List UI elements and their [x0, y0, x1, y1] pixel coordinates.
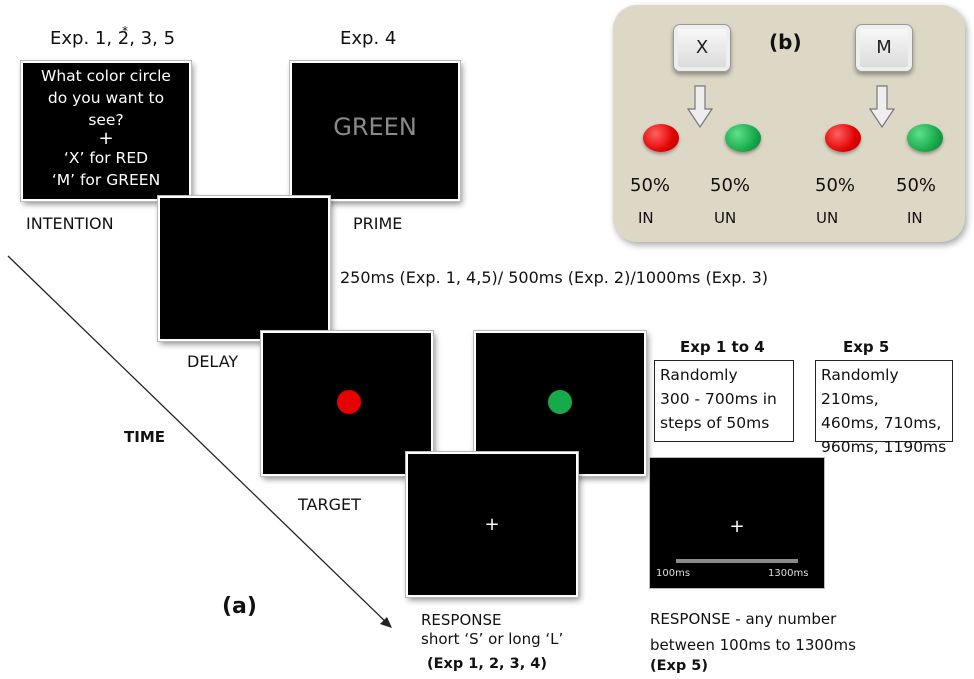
- response2-fixation: +: [729, 516, 745, 537]
- response2-line: RESPONSE - any number: [650, 610, 837, 628]
- response-scale-bar: [676, 559, 798, 563]
- response2-exp: (Exp 5): [650, 658, 709, 674]
- green-target-dot: [548, 390, 572, 414]
- scale-min-label: 100ms: [656, 568, 691, 579]
- green-ball-right: [907, 124, 943, 152]
- header-asterisk: *: [122, 24, 128, 38]
- percent-left-red: 50%: [630, 175, 671, 196]
- response1-fixation: +: [484, 514, 500, 535]
- delay-timing: 250ms (Exp. 1, 4,5)/ 500ms (Exp. 2)/1000…: [340, 268, 769, 287]
- exp1to4-line: steps of 50ms: [660, 414, 770, 432]
- exp1to4-line: 300 - 700ms in: [660, 390, 777, 408]
- response1-line: RESPONSE: [421, 611, 502, 629]
- exp5-line: Randomly 210ms,: [821, 366, 899, 408]
- x-key: X: [673, 24, 731, 72]
- response1-exp: (Exp 1, 2, 3, 4): [427, 656, 547, 672]
- exp1to4-heading: Exp 1 to 4: [680, 338, 765, 356]
- exp1to4-timing-box: Randomly 300 - 700ms in steps of 50ms: [654, 360, 794, 442]
- intention-screen: What color circle do you want to see? + …: [21, 61, 191, 201]
- intention-line: ‘X’ for RED: [63, 149, 149, 167]
- exp5-heading: Exp 5: [843, 338, 890, 356]
- intention-screen-text: What color circle do you want to see? + …: [23, 63, 189, 191]
- exp1to4-line: Randomly: [660, 366, 738, 384]
- response2-line: between 100ms to 1300ms: [650, 636, 856, 654]
- header-exp-4: Exp. 4: [340, 28, 397, 49]
- percent-right-green: 50%: [896, 175, 937, 196]
- response1-line: short ‘S’ or long ‘L’: [421, 630, 564, 648]
- time-label: TIME: [124, 428, 165, 446]
- intention-fixation: +: [98, 128, 114, 149]
- down-arrow-icon: [687, 85, 713, 129]
- exp5-line: 960ms, 1190ms: [821, 438, 947, 456]
- cond-left-red: IN: [638, 209, 654, 227]
- delay-label: DELAY: [187, 352, 239, 371]
- panel-a-label: (a): [222, 594, 257, 619]
- red-ball-left: [643, 124, 679, 152]
- prime-screen: GREEN: [290, 61, 460, 201]
- target-screen-green: [474, 331, 646, 476]
- exp5-line: 460ms, 710ms,: [821, 414, 942, 432]
- m-key: M: [855, 24, 913, 72]
- response-screen-1: +: [406, 452, 578, 597]
- response-screen-2: + 100ms 1300ms: [650, 458, 824, 588]
- cond-right-green: IN: [907, 209, 923, 227]
- prime-label: PRIME: [353, 214, 403, 233]
- scale-max-label: 1300ms: [768, 568, 809, 579]
- delay-screen: [158, 196, 330, 341]
- target-label: TARGET: [298, 495, 361, 514]
- green-ball-left: [725, 124, 761, 152]
- red-ball-right: [825, 124, 861, 152]
- down-arrow-icon: [869, 85, 895, 129]
- intention-line: What color circle: [41, 67, 171, 85]
- target-screen-red: [261, 331, 433, 476]
- panel-b: (b) X M 50% 50% 50% 50% IN UN UN IN: [613, 5, 965, 242]
- cond-left-green: UN: [714, 209, 737, 227]
- exp5-timing-box: Randomly 210ms, 460ms, 710ms, 960ms, 119…: [815, 360, 953, 456]
- prime-word: GREEN: [333, 113, 417, 141]
- intention-label: INTENTION: [26, 214, 114, 233]
- header-exp-1235: Exp. 1, 2, 3, 5: [50, 28, 176, 49]
- intention-line: see?: [88, 111, 124, 129]
- percent-right-red: 50%: [815, 175, 856, 196]
- intention-line: ‘M’ for GREEN: [51, 171, 161, 189]
- percent-left-green: 50%: [710, 175, 751, 196]
- red-target-dot: [337, 390, 361, 414]
- cond-right-red: UN: [816, 209, 839, 227]
- intention-line: do you want to: [47, 89, 165, 107]
- panel-b-label: (b): [769, 30, 802, 54]
